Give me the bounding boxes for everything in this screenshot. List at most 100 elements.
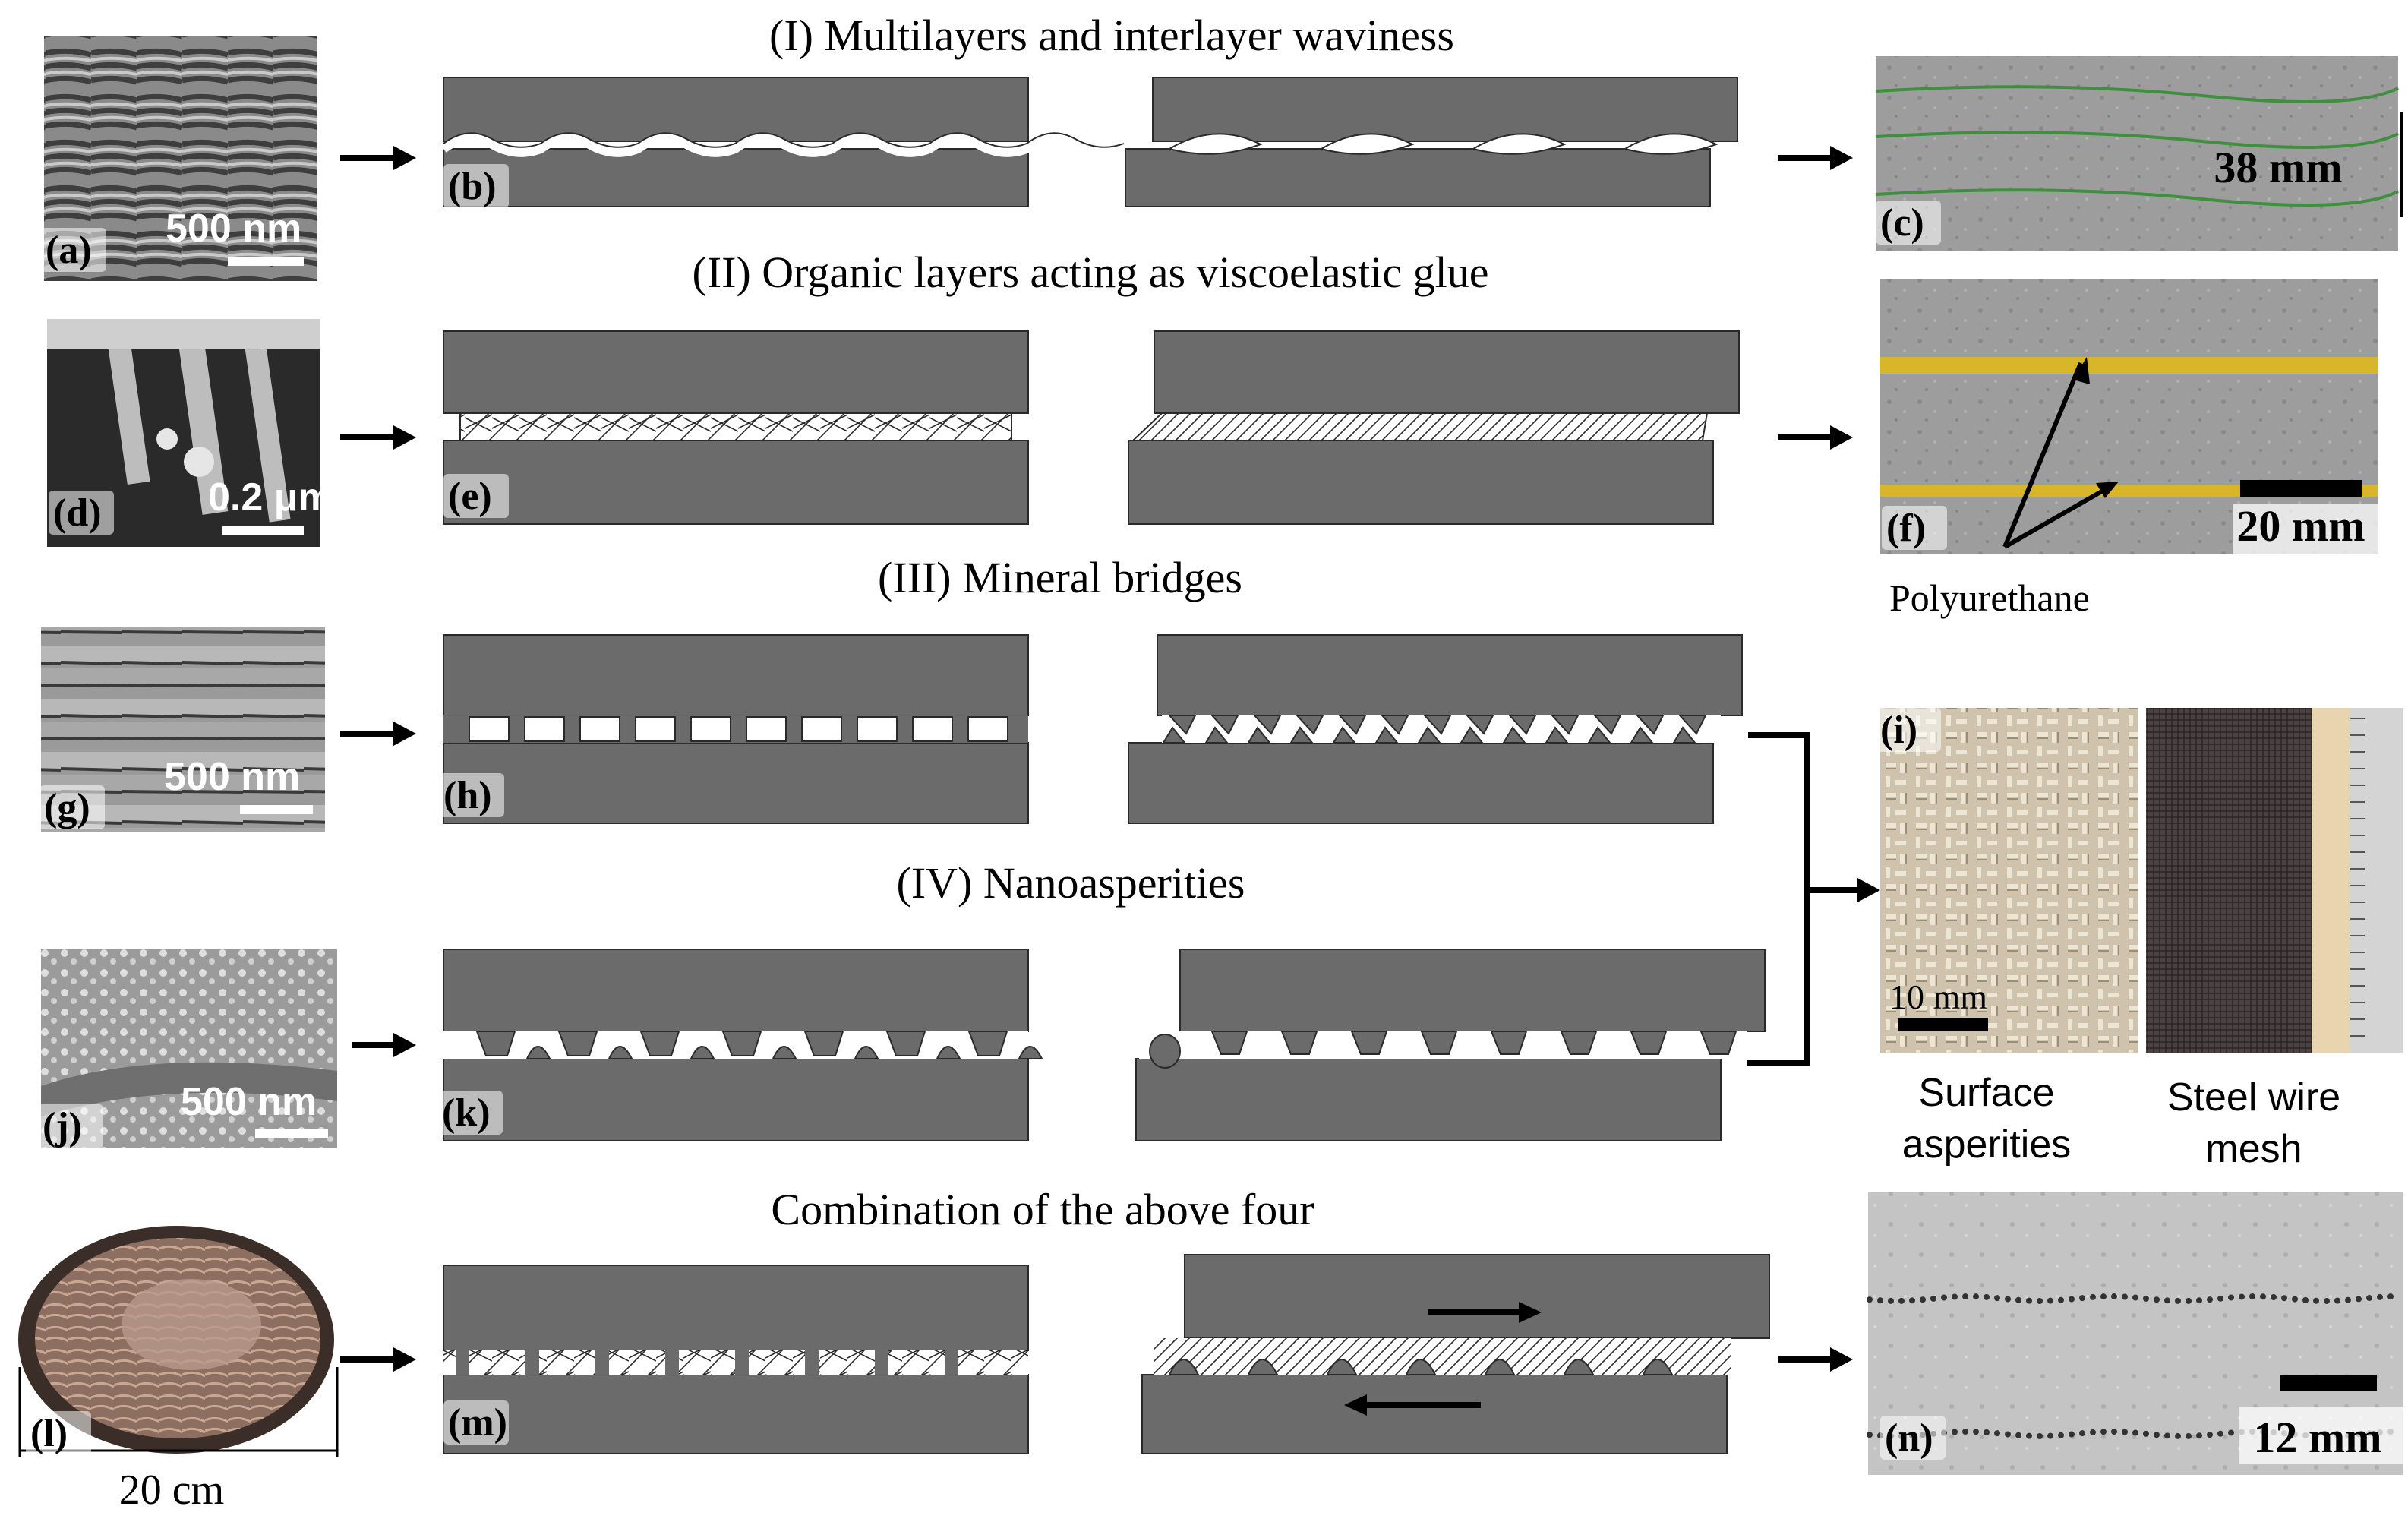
panel-letter-backdrop [38,1104,103,1148]
wire-bead [1867,1432,1873,1438]
wire-bead [1877,1297,1883,1304]
wavy-interface [440,134,1126,157]
upper-platelet [443,949,1029,1032]
wave-void [1471,133,1567,155]
wire-bead [2228,1429,2234,1436]
panel-letter-backdrop [439,773,504,817]
micrograph-scale-bar [222,526,304,535]
micrograph-scale-bar [240,805,313,814]
wire-bead [2143,1295,2149,1302]
section-titles: (I) Multilayers and interlayer waviness(… [693,11,1489,1234]
nanoasperity-sheared [1490,1031,1528,1055]
panel-letter: (m) [448,1401,507,1445]
wire-bead [2302,1296,2309,1303]
polyurethane-layer [1880,357,2378,374]
nanoasperity [967,1031,1008,1056]
broken-bridge-top [1592,715,1622,735]
wire-bead [1962,1293,1968,1300]
shear-arrow-right-head [1519,1302,1542,1323]
wire-bead [2079,1295,2085,1302]
wire-bead [2249,1293,2255,1300]
broken-bridge-top [1210,715,1239,735]
wire-bead [2037,1433,2043,1439]
wire-bead [2207,1296,2213,1303]
micrograph-scale-label: 0.2 μm [208,475,333,519]
lower-platelet [443,1058,1029,1142]
nanoasperity [608,1046,633,1059]
panel-letter-backdrop [443,1400,509,1445]
panel-letter: (c) [1880,201,1924,245]
nanoasperity [475,1031,516,1056]
bracket-connector [1747,732,1810,1066]
asperity-bump [1405,1359,1437,1375]
photo-caption: asperities [1902,1123,2072,1167]
broken-bridge-top [1295,715,1324,735]
sem-strut [106,330,150,485]
wire-bead [1952,1429,1958,1435]
wire-bead [2271,1293,2277,1300]
nanoasperity-sheared [1560,1031,1598,1055]
upper-platelet-sheared [1152,77,1738,142]
combined-interface-sheared [1154,1338,1731,1375]
wire-bead [2100,1429,2107,1435]
nanoasperity [639,1031,680,1056]
photo-scale-label: 20 mm [2236,501,2365,551]
broken-bridge-top [1507,715,1537,735]
wave-void [1623,133,1718,155]
wire-bead [2207,1432,2213,1438]
upper-platelet [443,1265,1029,1351]
wire-bead [1888,1297,1894,1304]
lower-platelet [443,440,1029,525]
photo-ruler [2350,708,2403,1053]
nanoasperity-detached [1149,1034,1181,1069]
panel-letter: (n) [1885,1416,1933,1460]
wire-bead [1984,1429,1990,1435]
panel-letter-backdrop [26,1411,91,1455]
wire-bead [2015,1432,2021,1438]
wave-void [1319,133,1415,155]
lower-platelet [443,1374,1029,1454]
nanoasperity [885,1031,926,1056]
sem-layer-edge [41,1062,337,1116]
nanoasperity-sheared [1280,1031,1318,1055]
asperity-bump [1326,1359,1358,1375]
wire-bead [2387,1293,2394,1300]
asperity-bump [1563,1359,1595,1375]
nanoasperity [803,1031,844,1056]
callout-line [2002,362,2083,548]
wire-bead [2005,1296,2011,1303]
wire-bead [2260,1293,2266,1300]
panel-letter: (k) [442,1091,491,1135]
wire-bead [2047,1297,2053,1304]
wire-bead [2015,1296,2021,1303]
wire-bead [2058,1296,2064,1303]
wire-bead [2228,1294,2234,1301]
wire-bead [1867,1296,1873,1303]
nanoasperity-sheared [1420,1031,1458,1055]
photo-scale-label: 38 mm [2214,143,2342,192]
wire-bead [2377,1293,2383,1300]
panel-letter: (i) [1880,709,1917,752]
panel-letter-backdrop [49,491,114,535]
sem-nanoparticle [156,428,178,450]
wire-bead [2356,1296,2362,1303]
photo-scale-label: 10 mm [1889,977,1987,1016]
upper-platelet-sheared [1154,330,1740,414]
wire-bead [1898,1297,1905,1304]
wire-bead [2345,1296,2351,1303]
section-title: (II) Organic layers acting as viscoelast… [693,248,1489,297]
interlayer-line [1875,85,2399,103]
wire-bead [1984,1293,1990,1300]
flow-arrow-right-head [1830,1347,1853,1372]
wire-bead [2079,1430,2085,1437]
broken-bridge-bottom [1204,726,1229,744]
mineral-bridge [805,1350,819,1375]
flow-arrow-right-head [1830,146,1853,170]
micrograph-scale-label: 500 nm [164,755,300,799]
panel-letter-backdrop [41,228,106,272]
wire-bead [2281,1295,2287,1302]
shell-scale-label: 20 cm [119,1467,224,1514]
wire-bead [2217,1430,2223,1437]
wire-bead [2026,1432,2032,1439]
section-title: (III) Mineral bridges [878,553,1242,602]
